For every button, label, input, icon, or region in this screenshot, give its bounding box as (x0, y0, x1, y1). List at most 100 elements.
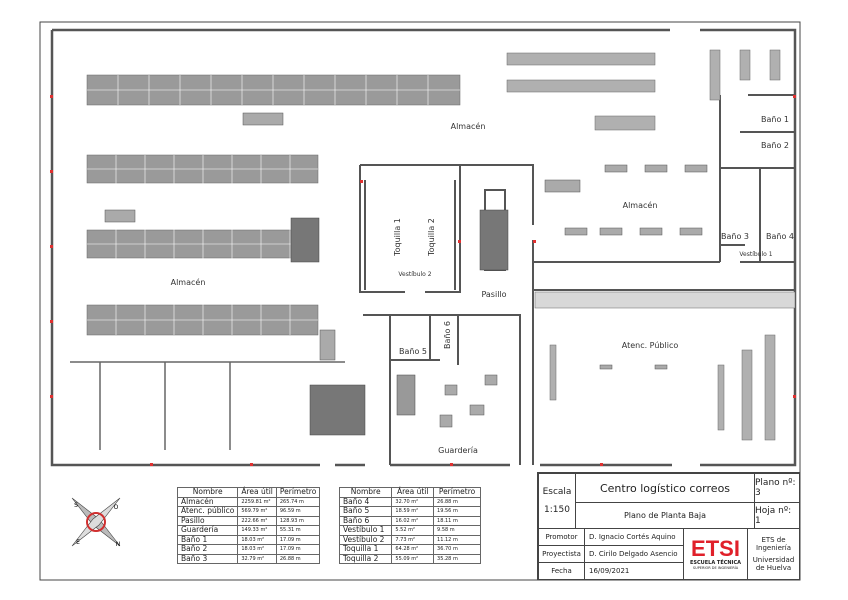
room-perimeter: 26.88 m (275, 553, 321, 564)
project-title: Centro logístico correos (575, 473, 755, 503)
room-perimeter: 36.70 m (433, 544, 481, 555)
school-cell: ETS de Ingeniería Universidad de Huelva (747, 528, 800, 580)
room-area: 222.66 m² (237, 515, 277, 526)
logo-text: ETSI (691, 536, 740, 561)
room-name: Atenc. público (176, 506, 239, 517)
promotor-value: D. Ignacio Cortés Aquino (584, 528, 684, 546)
room-perimeter: 17.09 m (275, 534, 321, 545)
compass-rose: S O E N (71, 497, 121, 548)
label-almacen-top: Almacén (451, 121, 486, 131)
label-vestibulo-1: Vestíbulo 1 (739, 251, 772, 258)
room-perimeter: 265.74 m (275, 496, 321, 507)
room-perimeter: 19.56 m (433, 506, 481, 517)
sheet-frame (39, 21, 801, 581)
fecha-value: 16/09/2021 (584, 562, 684, 580)
stairs (290, 209, 509, 436)
column-markers (50, 95, 796, 466)
room-perimeter: 11.12 m (433, 534, 481, 545)
room-labels: Almacén Almacén Almacén Pasillo Atenc. P… (171, 115, 794, 455)
room-perimeter: 9.58 m (433, 525, 481, 536)
room-area: 7.73 m² (391, 534, 435, 545)
proyectista-value: D. Cirilo Delgado Asencio (584, 545, 684, 563)
col-area: Área útil (237, 487, 277, 498)
room-area: 5.52 m² (391, 525, 435, 536)
label-almacen-left: Almacén (171, 277, 206, 287)
room-name: Toquilla 1 (338, 544, 393, 555)
room-perimeter: 128.93 m (275, 515, 321, 526)
sheet-number: Hoja nº: 1 (754, 502, 800, 529)
room-area: 149.33 m² (237, 525, 277, 536)
room-area: 2259.81 m² (237, 496, 277, 507)
interior-walls (359, 94, 795, 465)
school-line-2: Universidad de Huelva (752, 556, 795, 572)
room-area: 32.79 m² (237, 553, 277, 564)
furniture (104, 112, 708, 428)
room-perimeter: 17.09 m (275, 544, 321, 555)
label-almacen-right: Almacén (623, 200, 658, 210)
room-perimeter: 18.11 m (433, 515, 481, 526)
label-bano-1: Baño 1 (761, 115, 789, 124)
col-perimetro: Perímetro (433, 487, 481, 498)
proyectista-label: Proyectista (538, 545, 585, 563)
logo-sub2: SUPERIOR DE INGENIERÍA (692, 566, 739, 570)
label-bano-2: Baño 2 (761, 141, 789, 150)
promotor-label: Promotor (538, 528, 585, 546)
plan-name: Plano de Planta Baja (575, 502, 755, 529)
label-taquilla-1: Toquilla 1 (393, 218, 402, 257)
room-name: Baño 3 (176, 553, 239, 564)
room-area: 32.70 m² (391, 496, 435, 507)
compass-o: O (114, 504, 119, 511)
room-area: 18.59 m² (391, 506, 435, 517)
col-nombre: Nombre (176, 487, 239, 498)
conveyors (70, 361, 345, 450)
room-perimeter: 55.31 m (275, 525, 321, 536)
label-atencion-publico: Atenc. Público (622, 341, 679, 350)
scale-label: Escala (542, 487, 572, 497)
label-pasillo: Pasillo (481, 290, 506, 299)
label-bano-4: Baño 4 (766, 232, 794, 241)
room-area: 569.79 m² (237, 506, 277, 517)
label-vestibulo-2: Vestíbulo 2 (398, 271, 431, 278)
label-bano-6: Baño 6 (443, 321, 452, 349)
scale-value: 1:150 (544, 505, 570, 515)
label-bano-3: Baño 3 (721, 232, 749, 241)
shelving-right (506, 49, 796, 441)
shelving-dividers (87, 75, 460, 335)
room-name: Baño 5 (338, 506, 393, 517)
fecha-label: Fecha (538, 562, 585, 580)
logo-sub1: ESCUELA TÉCNICA (689, 560, 742, 566)
room-area: 18.03 m² (237, 544, 277, 555)
room-name: Guardería (176, 525, 239, 536)
room-area: 16.02 m² (391, 515, 435, 526)
plan-number: Plano nº: 3 (754, 473, 800, 503)
col-perimetro: Perímetro (275, 487, 321, 498)
label-taquilla-2: Toquilla 2 (427, 218, 436, 257)
room-name: Vestíbulo 1 (338, 525, 393, 536)
room-name: Toquilla 2 (338, 553, 393, 564)
label-guarderia: Guardería (438, 446, 478, 455)
compass-s: S (74, 502, 78, 509)
compass-n: N (116, 541, 121, 548)
col-nombre: Nombre (338, 487, 393, 498)
room-area: 64.28 m² (391, 544, 435, 555)
label-bano-5: Baño 5 (399, 347, 427, 356)
room-name: Baño 2 (176, 544, 239, 555)
room-perimeter: 96.59 m (275, 506, 321, 517)
compass-e: E (76, 539, 80, 546)
col-area: Área útil (391, 487, 435, 498)
etsi-logo: ETSI ESCUELA TÉCNICA SUPERIOR DE INGENIE… (683, 528, 748, 580)
school-line-1: ETS de Ingeniería (755, 536, 792, 552)
room-perimeter: 35.28 m (433, 553, 481, 564)
